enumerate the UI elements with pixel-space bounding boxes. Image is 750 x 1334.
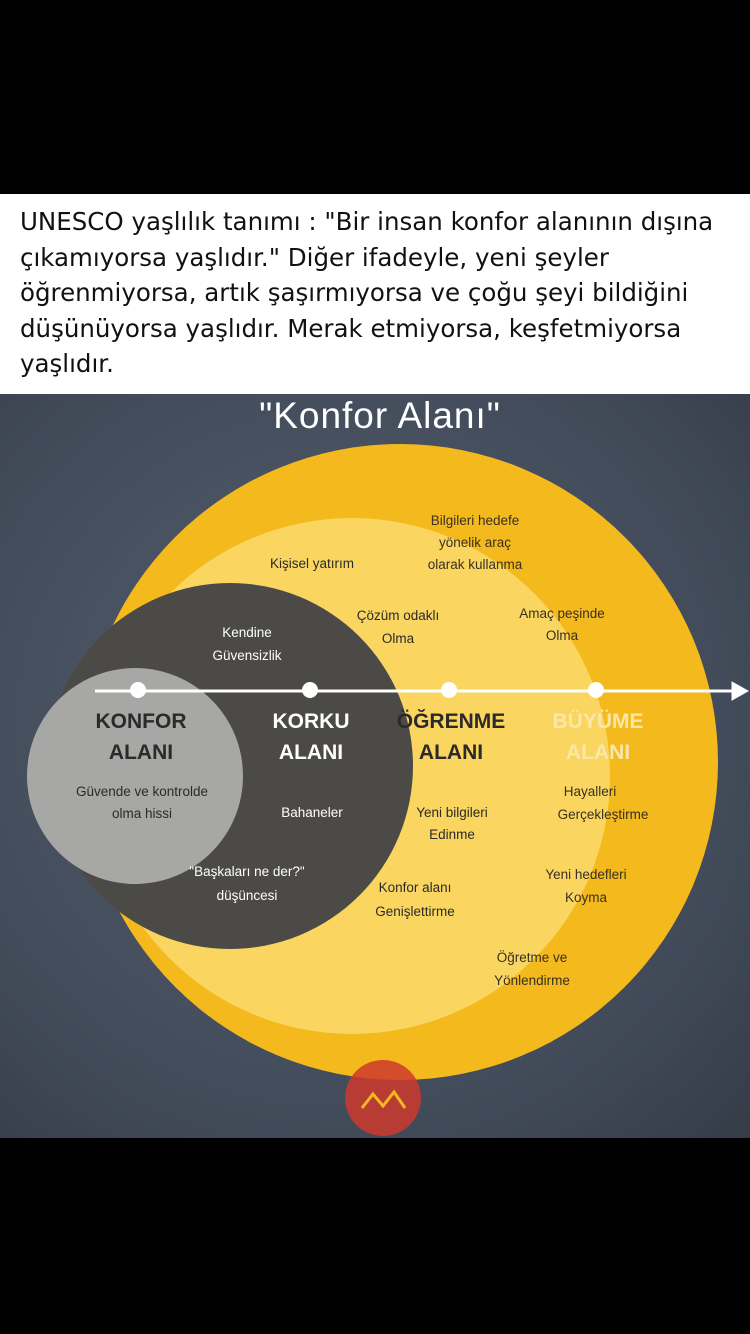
growth-note-line: Bilgileri hedefe — [431, 513, 520, 528]
axis-arrow-icon — [731, 681, 750, 701]
diagram-title: "Konfor Alanı" — [259, 395, 501, 436]
chalkboard-background: "Konfor Alanı" KONFOR ALANI KORKU ALANI … — [0, 394, 750, 1138]
growth-note-line: Olma — [546, 628, 579, 643]
growth-note-line: Amaç peşinde — [519, 606, 605, 621]
growth-note-line: yönelik araç — [439, 535, 511, 550]
growth-note-line: Hayalleri — [564, 784, 617, 799]
learning-note-line: Çözüm odaklı — [357, 608, 440, 623]
learning-note-line: Olma — [382, 631, 415, 646]
fear-note-line: Bahaneler — [281, 805, 343, 820]
comfort-zone-circle — [27, 668, 243, 884]
fear-zone-label-2: ALANI — [279, 741, 343, 764]
learning-note-line: Genişlettirme — [375, 904, 455, 919]
comfort-note-line: Güvende ve kontrolde — [76, 784, 208, 799]
learning-note-line: Kişisel yatırım — [270, 556, 354, 571]
learning-zone-label-1: ÖĞRENME — [397, 709, 506, 733]
learning-zone-label-2: ALANI — [419, 741, 483, 764]
axis-marker-fear — [302, 682, 318, 698]
growth-note-line: olarak kullanma — [428, 557, 523, 572]
axis-marker-comfort — [130, 682, 146, 698]
growth-note-line: Gerçekleştirme — [558, 807, 649, 822]
growth-note-line: Koyma — [565, 890, 608, 905]
growth-note-line: Yeni hedefleri — [545, 867, 626, 882]
caption-box: UNESCO yaşlılık tanımı : "Bir insan konf… — [0, 194, 750, 394]
fear-note-line: Kendine — [222, 625, 272, 640]
learning-note-line: Edinme — [429, 827, 475, 842]
mountain-logo-icon — [345, 1060, 421, 1136]
comfort-zone-diagram: "Konfor Alanı" KONFOR ALANI KORKU ALANI … — [27, 395, 750, 1136]
axis-marker-growth — [588, 682, 604, 698]
comfort-note-line: olma hissi — [112, 806, 172, 821]
comfort-zone-label-1: KONFOR — [96, 710, 187, 733]
growth-note-line: Öğretme ve — [497, 950, 568, 965]
learning-note-line: Yeni bilgileri — [416, 805, 488, 820]
comfort-zone-label-2: ALANI — [109, 741, 173, 764]
fear-note-line: düşüncesi — [217, 888, 278, 903]
growth-zone-label-1: BÜYÜME — [552, 710, 643, 733]
growth-zone-label-2: ALANI — [566, 741, 630, 764]
learning-note-line: Konfor alanı — [379, 880, 452, 895]
fear-zone-label-1: KORKU — [273, 710, 350, 733]
axis-marker-learning — [441, 682, 457, 698]
fear-note-line: Güvensizlik — [212, 648, 281, 663]
fear-note-line: "Başkaları ne der?" — [189, 864, 305, 879]
growth-note-line: Yönlendirme — [494, 973, 570, 988]
caption-text: UNESCO yaşlılık tanımı : "Bir insan konf… — [20, 207, 714, 378]
